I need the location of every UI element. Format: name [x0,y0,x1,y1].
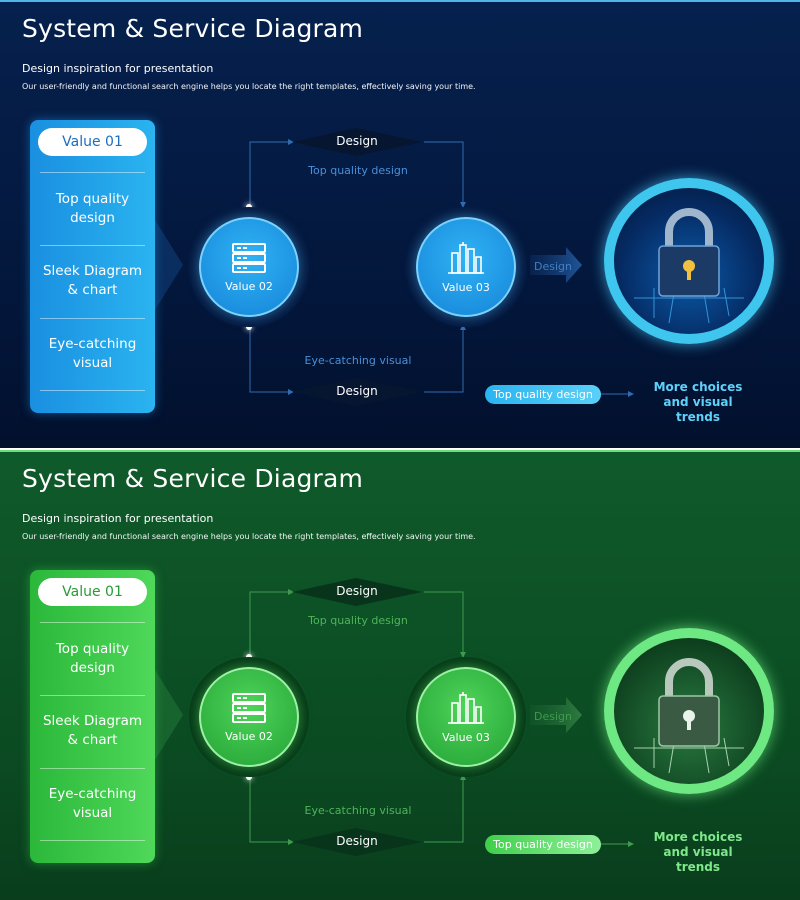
slide-description: Our user-friendly and functional search … [22,532,476,541]
divider [40,390,145,391]
design-arrow-label: Design [534,260,572,273]
top-caption: Top quality design [308,614,408,627]
top-caption: Top quality design [308,164,408,177]
buildings-icon [448,241,484,274]
value03-label: Value 03 [442,730,490,744]
slide-subtitle: Design inspiration for presentation [22,512,214,525]
divider [40,768,145,769]
design-arrow-label: Design [534,710,572,723]
bottom-caption: Eye-catching visual [304,804,412,817]
top-quality-pill: Top quality design [485,835,601,854]
slide-title: System & Service Diagram [22,14,364,43]
diamond-top-label: Design [336,134,378,148]
panel-pointer [155,220,183,310]
value02-label: Value 02 [225,279,273,293]
divider [40,622,145,623]
diamond-top [292,128,422,156]
value03-node: Value 03 [406,207,526,327]
server-icon [232,242,266,273]
divider [40,840,145,841]
slide-title: System & Service Diagram [22,464,364,493]
diamond-bottom [292,828,422,856]
value01-pill: Value 01 [38,578,147,606]
padlock-icon [634,208,744,324]
divider [40,172,145,173]
slide-subtitle: Design inspiration for presentation [22,62,214,75]
diamond-top [292,578,422,606]
value02-node: Value 02 [189,207,309,327]
diamond-bottom-label: Design [336,834,378,848]
bottom-caption: Eye-catching visual [304,354,412,367]
buildings-icon [448,691,484,724]
padlock-icon [634,658,744,774]
divider [40,695,145,696]
slide-blue: System & Service Diagram Design inspirat… [0,0,800,448]
divider [40,318,145,319]
connector-dot [246,774,252,780]
lock-badge [604,178,774,344]
value02-label: Value 02 [225,729,273,743]
slide-description: Our user-friendly and functional search … [22,82,476,91]
top-quality-pill: Top quality design [485,385,601,404]
divider [40,245,145,246]
panel-item-diagram: Sleek Diagram& chart [42,713,142,748]
slide-green: System & Service Diagram Design inspirat… [0,450,800,900]
connector-dot [246,324,252,330]
diamond-top-label: Design [336,584,378,598]
diamond-bottom-label: Design [336,384,378,398]
value03-node: Value 03 [406,657,526,777]
server-icon [232,692,266,723]
value02-node: Value 02 [189,657,309,777]
flow-connectors [249,578,634,856]
design-arrow-icon [530,697,582,733]
panel-item-diagram: Sleek Diagram& chart [42,263,142,298]
design-arrow-icon [530,247,582,283]
value01-pill: Value 01 [38,128,147,156]
panel-pointer [155,670,183,760]
diamond-bottom [292,378,422,406]
value03-label: Value 03 [442,280,490,294]
flow-connectors [249,128,634,406]
